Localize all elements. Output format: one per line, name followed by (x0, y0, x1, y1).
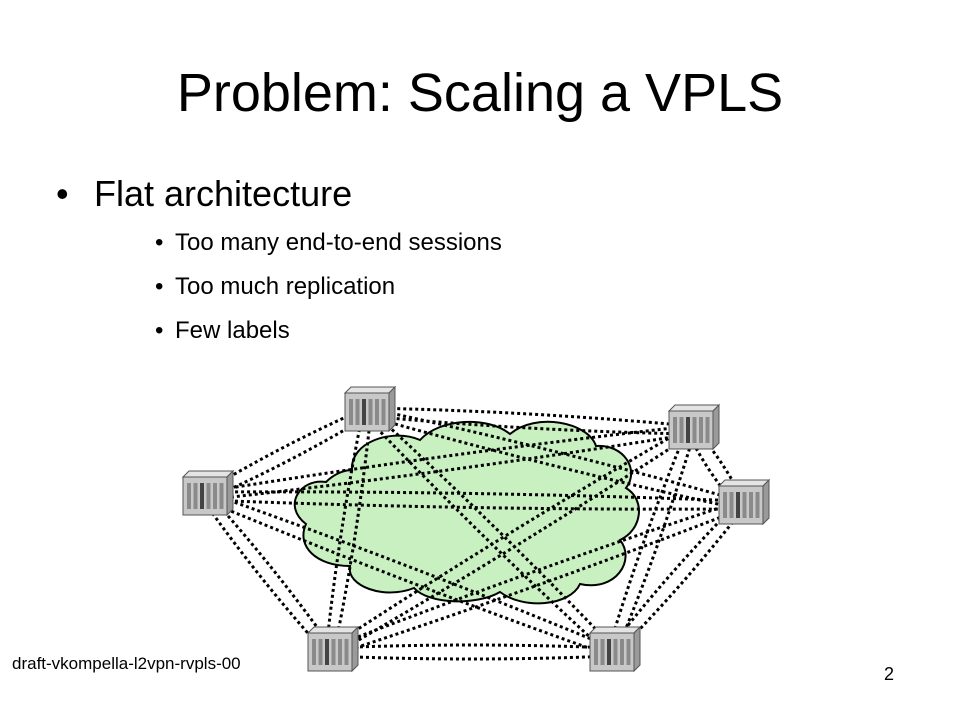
sub-bullet-item: •Too many end-to-end sessions (155, 229, 502, 256)
nodes-layer (181, 385, 771, 673)
sub-bullet-text: Too many end-to-end sessions (175, 229, 502, 256)
link-n-bottom-left-n-bottom-right (329, 643, 613, 650)
bullet-flat-architecture: • Flat architecture (56, 170, 352, 218)
link-n-right-n-bottom-left (328, 499, 741, 650)
sub-bullet-item: •Few labels (155, 317, 290, 344)
router-icon (667, 403, 721, 451)
link-n-top-left-n-bottom-left (324, 411, 365, 652)
bullet-text: Flat architecture (94, 173, 353, 214)
link-n-left-n-bottom-right (205, 490, 615, 650)
link-n-top-left-n-top-right (366, 414, 691, 436)
router-icon (181, 469, 235, 517)
link-n-top-left-n-right (365, 414, 741, 511)
router-icon (588, 625, 642, 673)
link-n-top-left-n-left (202, 407, 366, 494)
link-n-right-n-bottom-right (607, 501, 740, 651)
router-icon (717, 478, 771, 526)
links-layer (200, 406, 746, 661)
link-n-top-right-n-bottom-right (606, 428, 689, 652)
network-cloud (293, 420, 640, 605)
link-n-top-right-n-bottom-right (614, 430, 697, 654)
bullet-dot: • (56, 173, 69, 214)
slide-title: Problem: Scaling a VPLS (176, 63, 784, 123)
link-n-top-left-n-right (367, 406, 743, 503)
sub-bullet-list: •Too many end-to-end sessions •Too much … (155, 226, 502, 358)
link-n-top-right-n-bottom-left (327, 425, 690, 650)
link-n-top-right-n-left (204, 424, 691, 494)
link-n-bottom-left-n-bottom-right (329, 654, 613, 661)
sub-bullet-text: Too much replication (175, 273, 396, 300)
link-n-left-n-bottom-right (202, 498, 612, 658)
page-number: 2 (884, 664, 895, 684)
cloud-shape (293, 420, 640, 605)
link-n-right-n-bottom-left (330, 507, 743, 658)
sub-bullet-text: Few labels (175, 317, 290, 344)
link-n-left-n-right (204, 498, 741, 511)
sub-bullet-item: •Too much replication (155, 273, 396, 300)
router-icon (343, 385, 397, 433)
footer-doc-name: draft-vkompella-l2vpn-rvpls-00 (12, 654, 241, 673)
link-n-left-n-right (205, 490, 742, 503)
link-n-top-left-n-top-right (367, 406, 692, 428)
router-icon (306, 625, 360, 673)
link-n-top-left-n-bottom-left (332, 412, 373, 653)
link-n-right-n-bottom-right (613, 506, 746, 656)
link-n-top-left-n-left (206, 414, 370, 501)
